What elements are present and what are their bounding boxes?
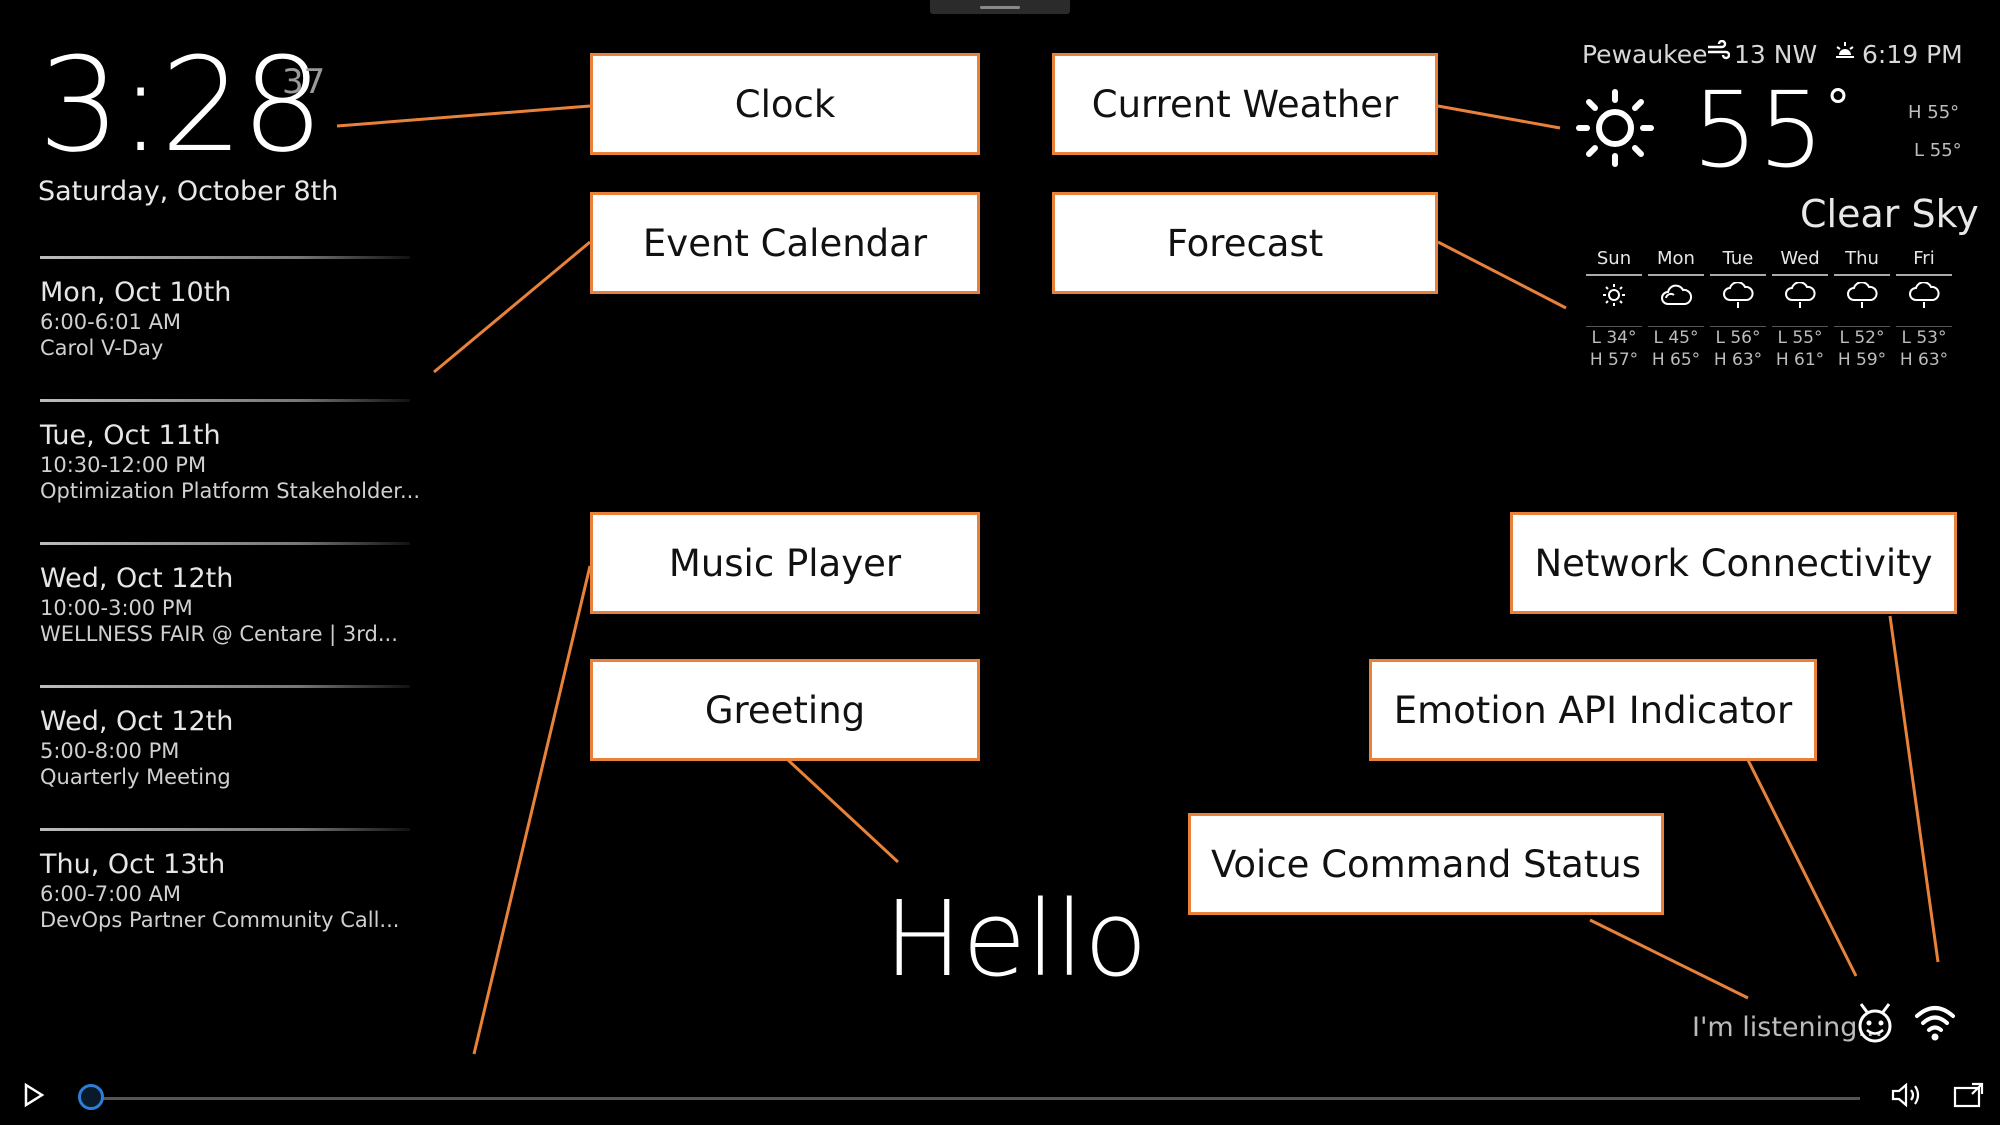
current-temperature: 55	[1692, 69, 1825, 191]
event-time: 10:30-12:00 PM	[40, 453, 207, 477]
callout-voice-command-status: Voice Command Status	[1188, 813, 1664, 915]
weather-wind: 13 NW	[1734, 40, 1818, 69]
weather-location: Pewaukee	[1582, 40, 1708, 69]
callout-current-weather: Current Weather	[1052, 53, 1438, 155]
forecast-high: H 57°	[1589, 350, 1639, 370]
emotion-cat-icon	[1855, 1000, 1895, 1044]
clock-seconds: 37	[282, 62, 326, 102]
calendar-event: Mon, Oct 10th 6:00-6:01 AM Carol V-Day	[40, 256, 410, 361]
greeting-text: Hello	[884, 878, 1148, 1000]
event-time: 5:00-8:00 PM	[40, 739, 180, 763]
clock-time: 3:28	[38, 29, 324, 181]
event-title: Quarterly Meeting	[40, 765, 231, 789]
leader-forecast	[1437, 240, 1567, 310]
forecast-low: L 55°	[1772, 326, 1828, 349]
callout-emotion-api-indicator: Emotion API Indicator	[1369, 659, 1817, 761]
cloudy-icon	[1648, 282, 1704, 326]
event-title: Optimization Platform Stakeholder...	[40, 479, 420, 503]
callout-network-connectivity: Network Connectivity	[1510, 512, 1957, 614]
sun-icon	[1575, 88, 1655, 168]
current-high: H 55°	[1908, 102, 1960, 123]
forecast-low: L 52°	[1834, 326, 1890, 349]
event-title: Carol V-Day	[40, 336, 164, 360]
event-day: Thu, Oct 13th	[40, 849, 226, 880]
callout-forecast: Forecast	[1052, 192, 1438, 294]
calendar-event: Wed, Oct 12th 10:00-3:00 PM WELLNESS FAI…	[40, 542, 410, 647]
forecast-day: Fri L 53° H 63°	[1896, 248, 1952, 371]
rain-icon	[1834, 281, 1890, 326]
forecast-day: Thu L 52° H 59°	[1834, 248, 1890, 371]
event-day: Tue, Oct 11th	[40, 420, 221, 451]
rain-icon	[1772, 281, 1828, 326]
event-title: WELLNESS FAIR @ Centare | 3rd...	[40, 622, 398, 646]
leader-clock	[336, 104, 591, 128]
forecast-high: H 63°	[1713, 350, 1763, 370]
event-day: Wed, Oct 12th	[40, 563, 234, 594]
degree-symbol: °	[1826, 80, 1850, 136]
forecast-high: H 65°	[1651, 350, 1701, 370]
forecast-day-label: Mon	[1648, 248, 1704, 276]
play-button[interactable]	[22, 1082, 46, 1108]
forecast-day-label: Thu	[1834, 248, 1890, 276]
weather-sunset: 6:19 PM	[1862, 40, 1963, 69]
callout-event-calendar: Event Calendar	[590, 192, 980, 294]
forecast-day: Mon L 45° H 65°	[1648, 248, 1704, 371]
voice-status-text: I'm listening...	[1692, 1012, 1884, 1043]
callout-clock: Clock	[590, 53, 980, 155]
leader-voice	[1589, 918, 1749, 1000]
callout-music-player: Music Player	[590, 512, 980, 614]
forecast-low: L 56°	[1710, 326, 1766, 349]
event-time: 10:00-3:00 PM	[40, 596, 193, 620]
forecast-day: Sun L 34° H 57°	[1586, 248, 1642, 371]
clock-date: Saturday, October 8th	[38, 176, 339, 207]
calendar-event: Tue, Oct 11th 10:30-12:00 PM Optimizatio…	[40, 399, 420, 504]
forecast-day-label: Fri	[1896, 248, 1952, 276]
event-divider	[40, 685, 410, 688]
calendar-event: Thu, Oct 13th 6:00-7:00 AM DevOps Partne…	[40, 828, 410, 933]
wind-icon	[1706, 39, 1731, 68]
event-day: Wed, Oct 12th	[40, 706, 234, 737]
leader-event-calendar	[433, 240, 591, 374]
weather-forecast: Sun L 34° H 57° Mon L 45° H 65° Tue L 56…	[1586, 248, 1976, 384]
forecast-low: L 45°	[1648, 326, 1704, 349]
event-time: 6:00-7:00 AM	[40, 882, 182, 906]
music-progress-track[interactable]	[92, 1097, 1860, 1100]
leader-music-player	[472, 565, 592, 1055]
sun-icon	[1586, 282, 1642, 326]
volume-icon[interactable]	[1890, 1080, 1924, 1110]
grip-icon	[980, 6, 1020, 9]
current-low: L 55°	[1914, 140, 1962, 161]
forecast-high: H 63°	[1899, 350, 1949, 370]
leader-current-weather	[1437, 104, 1561, 130]
forecast-day-label: Tue	[1710, 248, 1766, 276]
event-title: DevOps Partner Community Call...	[40, 908, 400, 932]
event-day: Mon, Oct 10th	[40, 277, 232, 308]
leader-network	[1888, 615, 1940, 963]
leader-greeting	[786, 758, 900, 864]
progress-slider-knob[interactable]	[78, 1084, 104, 1110]
event-divider	[40, 256, 410, 259]
calendar-event: Wed, Oct 12th 5:00-8:00 PM Quarterly Mee…	[40, 685, 410, 790]
forecast-high: H 61°	[1775, 350, 1825, 370]
event-divider	[40, 542, 410, 545]
wifi-icon	[1913, 1002, 1957, 1042]
forecast-day: Tue L 56° H 63°	[1710, 248, 1766, 371]
forecast-low: L 34°	[1586, 326, 1642, 349]
top-drag-handle[interactable]	[930, 0, 1070, 14]
forecast-day-label: Sun	[1586, 248, 1642, 276]
fullscreen-icon[interactable]	[1952, 1080, 1986, 1110]
callout-greeting: Greeting	[590, 659, 980, 761]
rain-icon	[1710, 281, 1766, 326]
forecast-low: L 53°	[1896, 326, 1952, 349]
rain-icon	[1896, 281, 1952, 326]
forecast-day-label: Wed	[1772, 248, 1828, 276]
forecast-high: H 59°	[1837, 350, 1887, 370]
event-divider	[40, 399, 410, 402]
weather-summary: Clear Sky	[1800, 192, 1979, 236]
event-time: 6:00-6:01 AM	[40, 310, 182, 334]
forecast-day: Wed L 55° H 61°	[1772, 248, 1828, 371]
event-divider	[40, 828, 410, 831]
sunset-icon	[1834, 40, 1856, 68]
leader-emotion	[1746, 759, 1858, 977]
